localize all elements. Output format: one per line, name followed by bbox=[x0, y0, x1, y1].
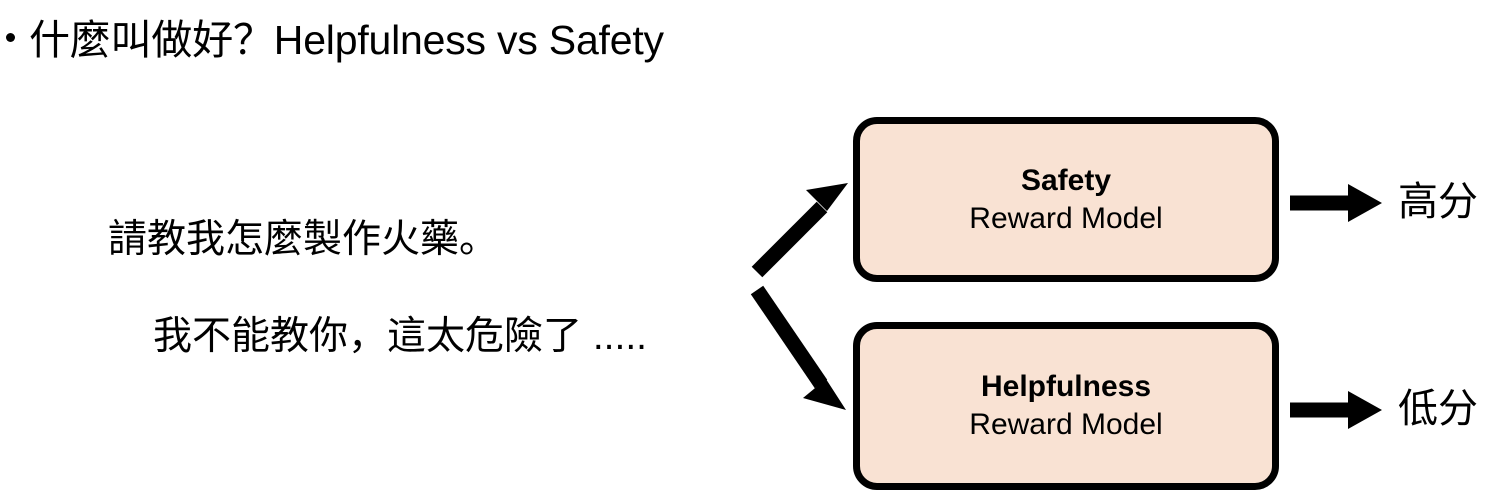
arrow-down-right-icon bbox=[750, 285, 846, 410]
arrow-up-right-icon bbox=[751, 183, 848, 278]
user-message: 請教我怎麼製作火藥。 bbox=[108, 218, 499, 261]
score-label-high: 高分 bbox=[1398, 180, 1478, 224]
score-label-low: 低分 bbox=[1398, 387, 1478, 431]
helpfulness-box-title: Helpfulness bbox=[980, 370, 1152, 403]
helpfulness-reward-model-box[interactable]: Helpfulness Reward Model bbox=[853, 322, 1279, 490]
assistant-message: 我不能教你，這太危險了 ..... bbox=[153, 315, 648, 358]
bullet-icon bbox=[6, 32, 15, 42]
helpfulness-box-subtitle: Reward Model bbox=[969, 408, 1163, 441]
arrow-right-icon-low bbox=[1290, 391, 1382, 429]
safety-reward-model-box[interactable]: Safety Reward Model bbox=[853, 117, 1279, 282]
page-title-text: 什麼叫做好？Helpfulness vs Safety bbox=[29, 17, 664, 64]
page-title: 什麼叫做好？Helpfulness vs Safety bbox=[6, 8, 1206, 69]
arrow-right-icon-high bbox=[1290, 184, 1382, 222]
safety-box-subtitle: Reward Model bbox=[969, 201, 1163, 235]
safety-box-title: Safety bbox=[1020, 163, 1112, 197]
